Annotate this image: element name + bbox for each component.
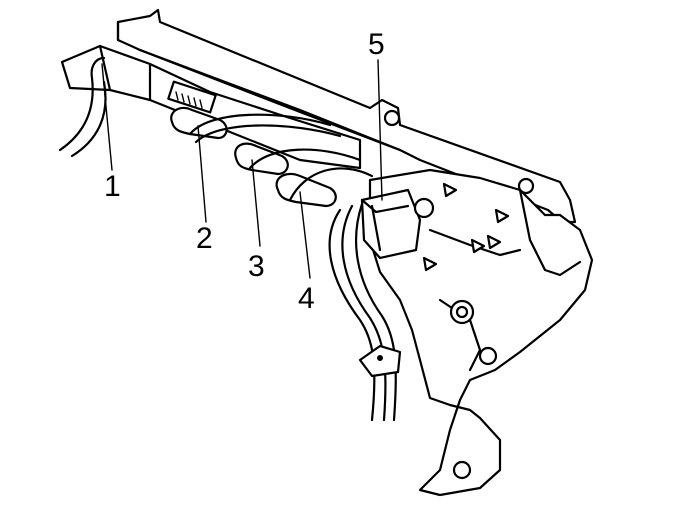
relay-5: [360, 188, 422, 260]
lower-bracket: [368, 168, 594, 497]
callout-labels: 1 2 3 4 5: [104, 28, 385, 315]
callout-4: 4: [298, 282, 315, 315]
callout-2: 2: [196, 222, 213, 255]
leader-2: [197, 125, 207, 223]
fasteners: [358, 197, 498, 480]
mounting-rail: [116, 8, 577, 224]
connector-housing: [60, 44, 362, 170]
leader-4: [299, 191, 311, 279]
leader-lines: [101, 59, 383, 279]
leader-5: [377, 59, 383, 201]
arrow-markers: [422, 182, 510, 272]
callout-5: 5: [368, 28, 385, 61]
leader-3: [251, 159, 261, 247]
connector-3: [234, 142, 362, 176]
connector-4: [275, 167, 374, 208]
leader-1: [101, 63, 113, 171]
callout-1: 1: [104, 170, 121, 203]
connector-2: [170, 106, 342, 144]
callout-3: 3: [248, 250, 265, 283]
